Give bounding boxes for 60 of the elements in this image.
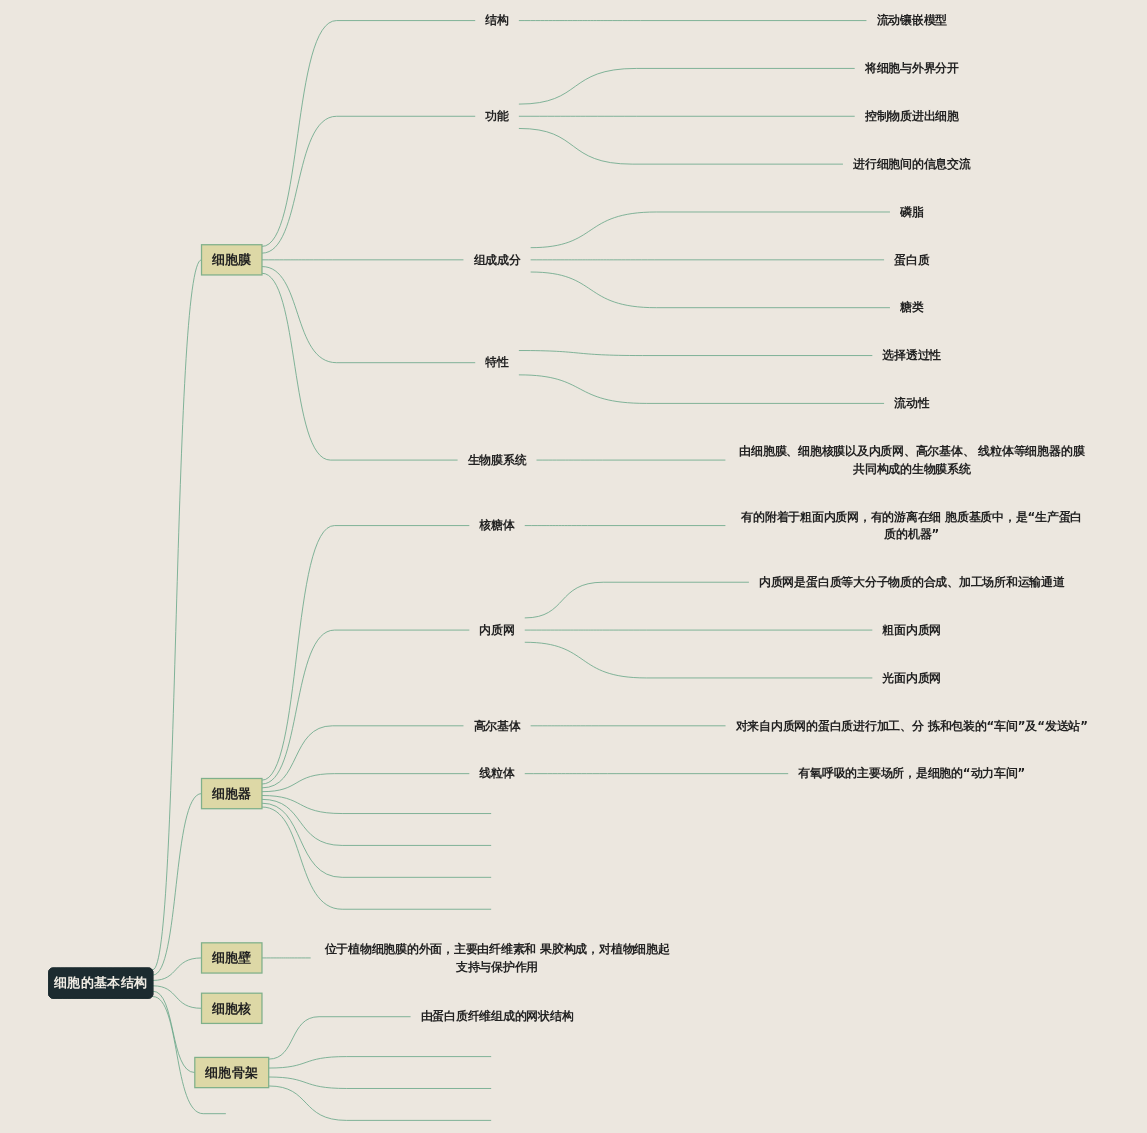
node-text: 特性	[485, 355, 509, 369]
node-text: 由蛋白质纤维组成的网状结构	[420, 1009, 574, 1023]
node-text: 选择透过性	[882, 348, 942, 362]
branch-line	[268, 1076, 492, 1089]
node-text: 将细胞与外界分开	[864, 61, 959, 75]
branch-line	[152, 996, 227, 1115]
branch-line	[518, 115, 856, 117]
node-text: 功能	[485, 109, 509, 123]
branch-line	[518, 68, 856, 105]
node-text: 进行细胞间的信息交流	[853, 157, 971, 171]
node-text: 流动性	[894, 396, 930, 410]
node-text: 内质网	[479, 622, 515, 637]
node-text: 对来自内质网的蛋白质进行加工、分 拣和包装的“车间”及“发送站”	[735, 718, 1089, 733]
branch-line	[518, 374, 885, 404]
node-text: 结构	[485, 13, 509, 27]
branch-line	[524, 773, 789, 775]
node-text: 生物膜系统	[467, 452, 527, 467]
node-text: 糖类	[900, 300, 924, 314]
branch-line	[536, 459, 726, 461]
branch-line	[152, 259, 202, 971]
branch-line	[152, 985, 202, 1009]
node-text: 光面内质网	[882, 670, 942, 685]
node-text: 有的附着于粗面内质网，有的游离在细 胞质基质中，是“生产蛋白质的机器”	[741, 509, 1083, 541]
branch-line	[524, 525, 726, 526]
node-box: 细胞核	[200, 992, 263, 1025]
node-text: 流动镶嵌模型	[876, 13, 948, 27]
branch-line	[530, 271, 891, 309]
node-text: 粗面内质网	[882, 622, 942, 637]
node-box: 细胞壁	[200, 942, 263, 974]
node-box: 细胞骨架	[194, 1056, 270, 1089]
node-text: 组成成分	[473, 252, 521, 267]
node-text: 有氧呼吸的主要场所，是细胞的“动力车间”	[798, 766, 1026, 780]
node-text: 位于植物细胞膜的外面，主要由纤维素和 果胶构成，对植物细胞起支持与保护作用	[324, 941, 670, 974]
branch-line	[261, 20, 476, 247]
node-text: 磷脂	[900, 204, 924, 219]
node-text: 由细胞膜、细胞核膜以及内质网、高尔基体、 线粒体等细胞器的膜共同构成的生物膜系统	[739, 444, 1085, 476]
branch-line	[518, 20, 867, 21]
node-box: 细胞膜	[200, 244, 263, 276]
branch-line	[268, 1056, 492, 1069]
branch-line	[152, 793, 202, 976]
branch-line	[524, 641, 873, 679]
node-text: 蛋白质	[894, 252, 930, 267]
branch-line	[261, 525, 470, 781]
branch-line	[530, 725, 726, 727]
branch-line	[268, 1085, 492, 1121]
branch-line	[524, 629, 873, 631]
branch-line	[530, 211, 891, 249]
node-text: 核糖体	[479, 518, 515, 532]
branch-line	[261, 272, 459, 461]
node-text: 内质网是蛋白质等大分子物质的合成、加工场所和运输通道	[759, 575, 1065, 589]
branch-line	[524, 581, 750, 619]
node-text: 控制物质进出细胞	[864, 109, 959, 123]
branch-line	[152, 957, 202, 981]
branch-line	[518, 350, 873, 356]
branch-line	[518, 128, 844, 165]
branch-line	[530, 259, 885, 261]
node-text: 线粒体	[479, 766, 515, 780]
node-box: 细胞器	[200, 777, 263, 810]
branch-line	[268, 1016, 412, 1060]
node-text: 高尔基体	[473, 718, 521, 733]
